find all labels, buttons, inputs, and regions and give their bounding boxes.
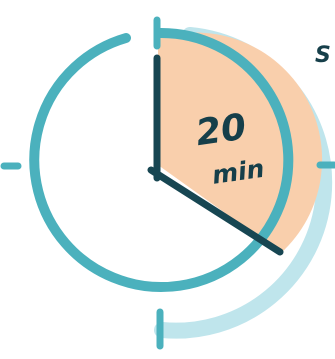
- partial-word: S: [315, 43, 331, 68]
- duration-value: 20: [193, 107, 248, 155]
